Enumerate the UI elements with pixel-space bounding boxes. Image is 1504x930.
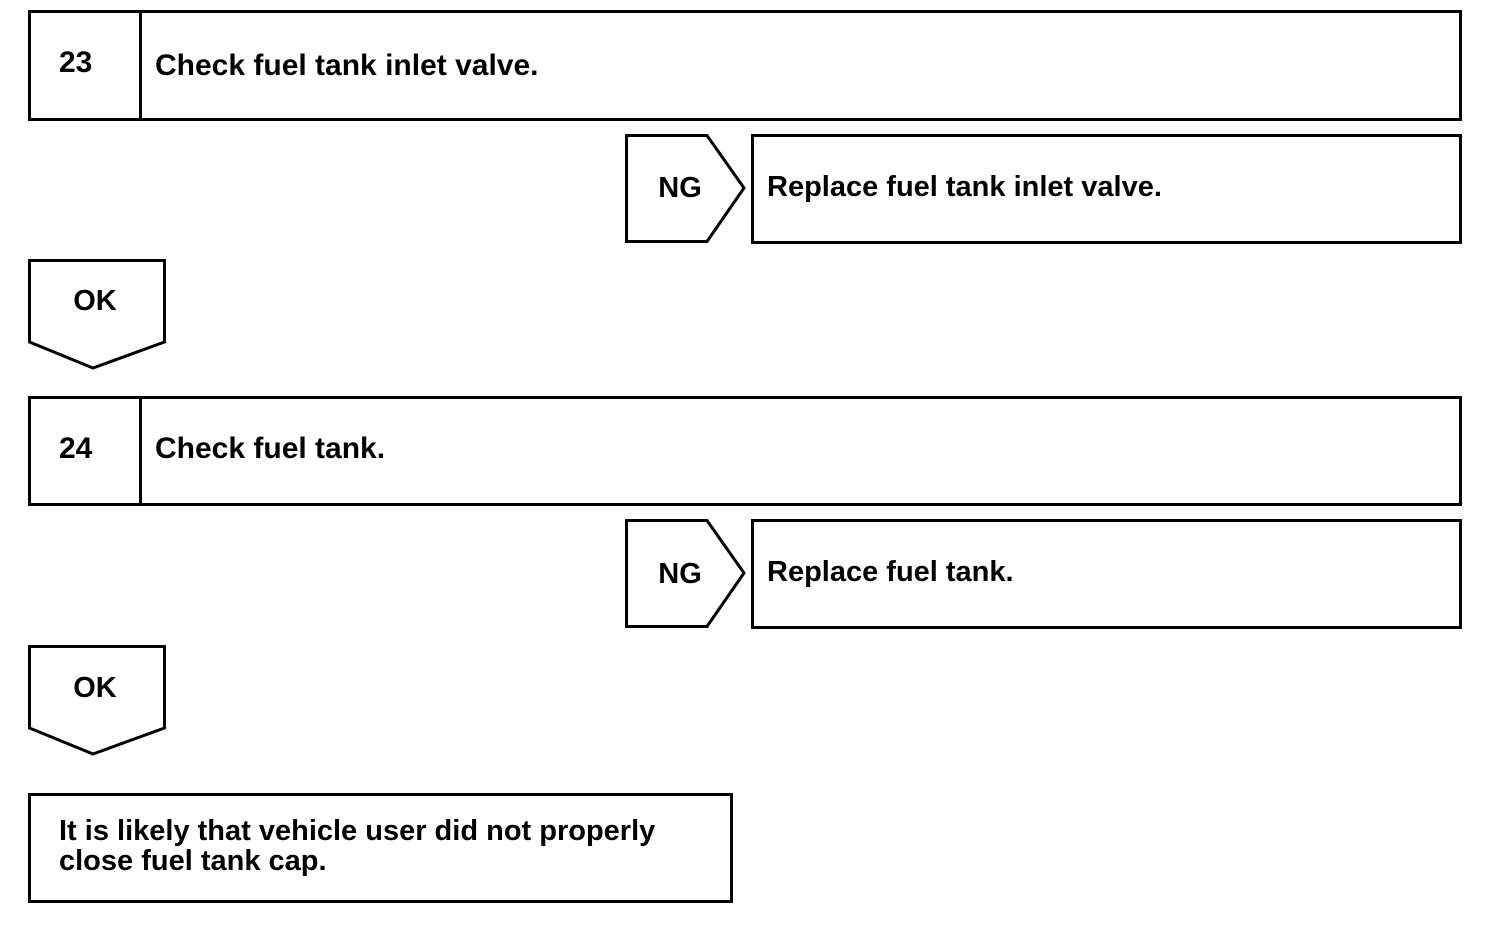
ng-result-step-23: Replace fuel tank inlet valve. (751, 134, 1462, 244)
ng-label: NG (658, 172, 702, 204)
ng-arrow-shape (625, 519, 746, 628)
ok-arrow-step-23: OK (28, 259, 166, 371)
ok-label: OK (73, 285, 117, 317)
step-number: 23 (31, 13, 142, 118)
ng-label: NG (658, 558, 702, 590)
conclusion-text: It is likely that vehicle user did not p… (59, 815, 656, 877)
step-title: Check fuel tank. (155, 432, 386, 465)
step-number: 24 (31, 399, 142, 503)
ok-label: OK (73, 672, 117, 704)
ng-arrow-shape (625, 134, 746, 243)
ng-arrow-step-23: NG (625, 134, 747, 244)
ng-result-step-24: Replace fuel tank. (751, 519, 1462, 629)
ng-arrow-step-24: NG (625, 519, 747, 629)
step-24-box: 24 Check fuel tank. (28, 396, 1462, 506)
step-title: Check fuel tank inlet valve. (155, 49, 539, 82)
ok-arrow-shape (28, 645, 166, 756)
ng-action-text: Replace fuel tank inlet valve. (767, 171, 1162, 203)
ok-arrow-shape (28, 259, 166, 370)
step-23-box: 23 Check fuel tank inlet valve. (28, 10, 1462, 121)
conclusion-box: It is likely that vehicle user did not p… (28, 793, 733, 903)
ng-action-text: Replace fuel tank. (767, 556, 1014, 588)
ok-arrow-step-24: OK (28, 645, 166, 757)
